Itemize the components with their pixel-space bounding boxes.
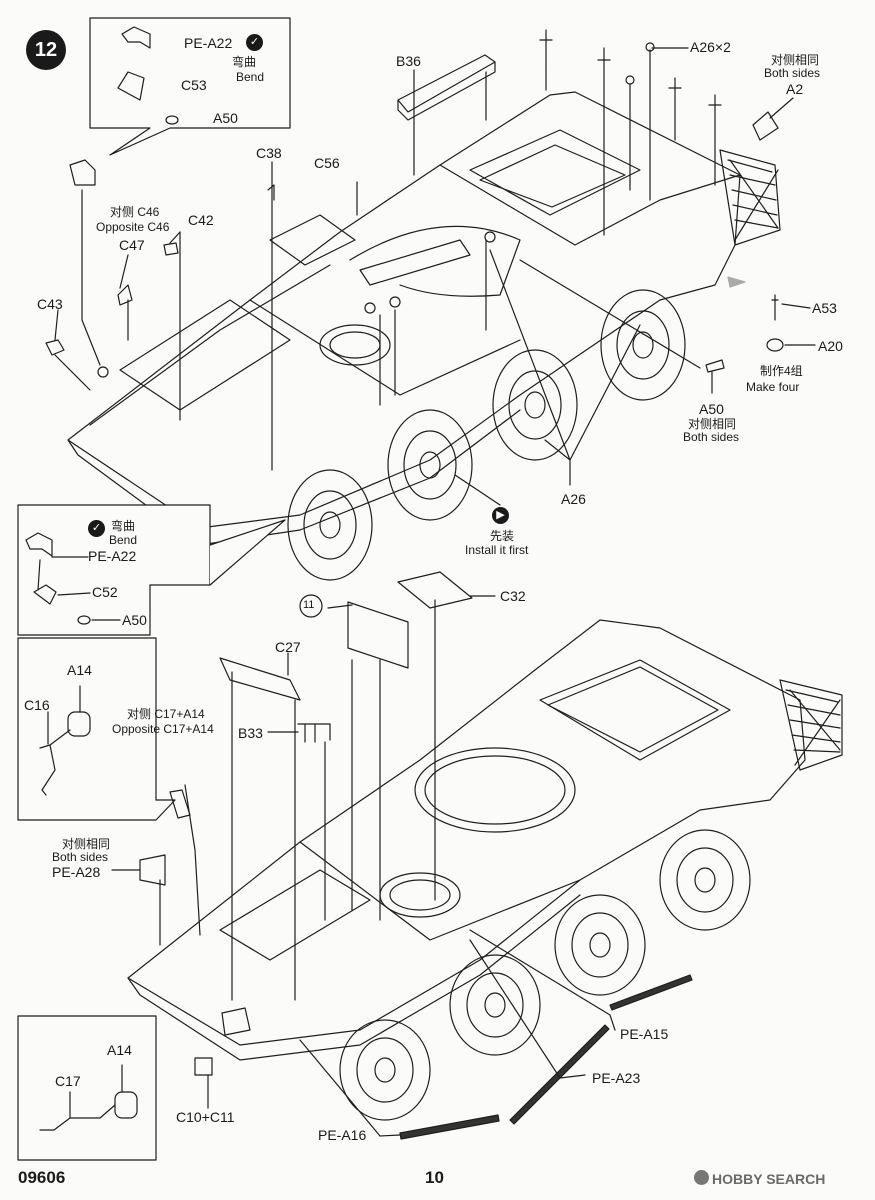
callout-a14-label: A14: [67, 662, 92, 678]
label-c47: C47: [119, 237, 145, 253]
callout-c16-label: C16: [24, 697, 50, 713]
callout-a14-parts: [39, 685, 91, 796]
label-pe-a28: PE-A28: [52, 864, 101, 880]
bend-check-icon-2: ✓: [88, 520, 105, 537]
label-a2: A2: [786, 81, 804, 97]
label-opp17-en: Opposite C17+A14: [112, 722, 214, 736]
install-first-icon: ▶: [492, 507, 509, 524]
label-c43: C43: [37, 296, 63, 312]
bend-en-label: Bend: [236, 70, 265, 84]
label-install-cn: 先装: [490, 529, 515, 543]
label-a50-en: Both sides: [683, 430, 740, 444]
callout-a50-label-2: A50: [122, 612, 147, 628]
bend-en-label-2: Bend: [109, 533, 138, 547]
bend-check-icon: ✓: [246, 34, 263, 51]
label-opp-en: Opposite C46: [96, 220, 170, 234]
label-c27: C27: [275, 639, 301, 655]
label-c10-c11: C10+C11: [176, 1109, 235, 1125]
label-a26: A26: [561, 491, 586, 507]
callout-top-parts: [117, 26, 179, 125]
label-install-en: Install it first: [465, 543, 529, 557]
page-number: 10: [425, 1168, 444, 1187]
callout-mid-parts: [25, 532, 121, 625]
label-opp17-cn: 对侧 C17+A14: [127, 707, 205, 721]
label-c32: C32: [500, 588, 526, 604]
callout-c52-label: C52: [92, 584, 118, 600]
label-c56: C56: [314, 155, 340, 171]
ref-11-label: 11: [303, 599, 315, 611]
label-a50-cn: 对侧相同: [688, 417, 737, 431]
label-make-en: Make four: [746, 380, 800, 394]
label-c38: C38: [256, 145, 282, 161]
label-opp-cn: 对侧 C46: [110, 205, 160, 219]
label-both-en-2: Both sides: [52, 850, 109, 864]
bend-cn-label-2: 弯曲: [111, 519, 136, 533]
callout-pe-a22-label-2: PE-A22: [88, 548, 137, 564]
label-both-cn: 对侧相同: [771, 53, 820, 67]
label-pe-a16: PE-A16: [318, 1127, 367, 1143]
watermark-text: HOBBY SEARCH: [712, 1171, 826, 1187]
lower-wheels: [339, 829, 751, 1121]
label-a50: A50: [699, 401, 724, 417]
step-number-badge: 12: [26, 30, 66, 70]
callout-c17-parts: [39, 1064, 138, 1131]
label-both-en: Both sides: [764, 66, 821, 80]
label-b36: B36: [396, 53, 421, 69]
label-pe-a23: PE-A23: [592, 1070, 641, 1086]
callout-c53-label: C53: [181, 77, 207, 93]
label-b33: B33: [238, 725, 263, 741]
upper-vehicle-hull: [45, 29, 816, 581]
callout-a50-label: A50: [213, 110, 238, 126]
bend-cn-label: 弯曲: [232, 55, 257, 69]
label-c42: C42: [188, 212, 214, 228]
label-a26x2: A26×2: [690, 39, 731, 55]
label-pe-a15: PE-A15: [620, 1026, 669, 1042]
callout-c17-label: C17: [55, 1073, 81, 1089]
upper-wheels: [287, 289, 686, 581]
label-make-cn: 制作4组: [760, 364, 803, 378]
label-both-cn-2: 对侧相同: [62, 837, 111, 851]
label-a53: A53: [812, 300, 837, 316]
watermark-logo-icon: [694, 1170, 709, 1185]
label-a20: A20: [818, 338, 843, 354]
lower-vehicle-hull: [111, 571, 843, 1140]
callout-a14-label-2: A14: [107, 1042, 132, 1058]
product-code: 09606: [18, 1168, 66, 1187]
callout-pe-a22-label: PE-A22: [184, 35, 233, 51]
